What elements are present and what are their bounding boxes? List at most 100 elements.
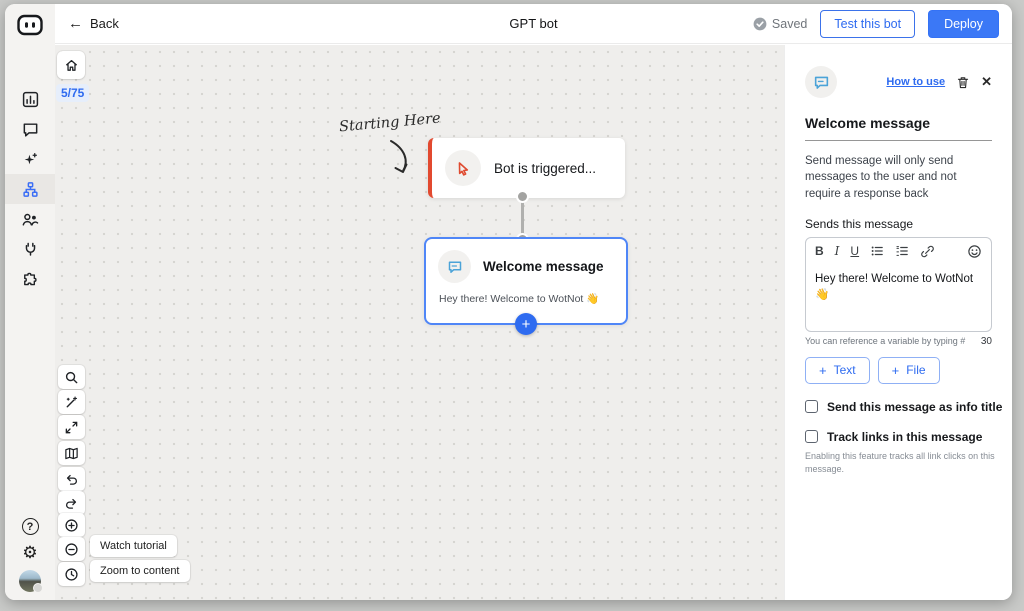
- saved-check-icon: [753, 17, 767, 30]
- zoom-to-content-button[interactable]: Zoom to content: [90, 560, 190, 582]
- message-text-input[interactable]: Hey there! Welcome to WotNot 👋: [815, 272, 974, 302]
- bullet-list-icon: [871, 247, 883, 256]
- user-avatar[interactable]: [19, 570, 43, 593]
- left-sidebar: ? ⚙: [5, 4, 55, 600]
- map-icon: [65, 447, 78, 459]
- help-glyph: ?: [26, 520, 34, 533]
- starting-here-annotation: Starting Here: [338, 110, 442, 136]
- undo-button[interactable]: [58, 467, 85, 491]
- auto-layout-button[interactable]: [58, 390, 85, 414]
- help-icon[interactable]: ?: [21, 518, 39, 535]
- bold-button[interactable]: B: [815, 244, 824, 259]
- bullet-list-button[interactable]: [870, 244, 884, 258]
- message-icon-circle: [438, 250, 471, 283]
- home-icon: [65, 59, 77, 71]
- history-button[interactable]: [58, 562, 85, 586]
- gear-glyph: ⚙: [22, 543, 38, 562]
- message-node-title: Welcome message: [483, 259, 604, 274]
- delete-trash-icon[interactable]: [956, 75, 970, 90]
- underline-button[interactable]: U: [850, 244, 860, 259]
- message-bubble-icon: [814, 76, 828, 89]
- back-button[interactable]: ← Back: [68, 15, 119, 32]
- variable-hint: You can reference a variable by typing #: [805, 336, 966, 347]
- italic-button[interactable]: I: [834, 244, 840, 259]
- add-node-button[interactable]: +: [515, 313, 537, 335]
- sidebar-item-contacts[interactable]: [5, 204, 55, 234]
- message-bubble-icon: [448, 260, 461, 273]
- expand-icon: [65, 421, 78, 433]
- plus-icon: +: [891, 362, 900, 378]
- main-area: ← Back GPT bot Saved Test this bot Deplo…: [55, 4, 1012, 600]
- sparkle-icon: [24, 152, 37, 164]
- watch-tutorial-button[interactable]: Watch tutorial: [90, 535, 177, 557]
- search-icon: [65, 371, 78, 383]
- trigger-icon-circle: [445, 150, 481, 186]
- add-text-button[interactable]: + Text: [805, 356, 870, 384]
- track-links-help-text: Enabling this feature tracks all link cl…: [805, 450, 995, 475]
- track-links-checkbox-label: Track links in this message: [827, 429, 983, 444]
- minimap-button[interactable]: [58, 441, 85, 465]
- topbar: ← Back GPT bot Saved Test this bot Deplo…: [55, 4, 1012, 44]
- welcome-message-node[interactable]: Welcome message Hey there! Welcome to Wo…: [424, 237, 628, 335]
- sidebar-item-ai-studio[interactable]: [5, 144, 55, 174]
- flow-builder-icon: [22, 181, 38, 197]
- bot-title: GPT bot: [509, 16, 558, 31]
- track-links-checkbox-row[interactable]: Track links in this message: [805, 430, 992, 444]
- track-links-checkbox[interactable]: [805, 430, 818, 444]
- connector-dot-top[interactable]: [516, 190, 529, 203]
- insert-link-button[interactable]: [920, 244, 935, 259]
- node-connector: [521, 196, 524, 242]
- numbered-list-icon: [896, 246, 908, 257]
- saved-label: Saved: [771, 16, 808, 31]
- editor-toolbar: B I U: [806, 238, 991, 263]
- sidebar-item-bot-builder[interactable]: [5, 174, 55, 204]
- redo-icon: [66, 498, 77, 509]
- close-panel-icon[interactable]: ✕: [981, 74, 992, 89]
- search-node-button[interactable]: [58, 365, 85, 389]
- how-to-use-link[interactable]: How to use: [886, 76, 946, 88]
- deploy-button[interactable]: Deploy: [928, 9, 999, 38]
- trigger-node[interactable]: Bot is triggered...: [428, 138, 625, 198]
- sidebar-item-extensions[interactable]: [5, 264, 55, 294]
- sidebar-item-integrations[interactable]: [5, 234, 55, 264]
- back-arrow-icon: ←: [68, 15, 83, 32]
- saved-status: Saved: [753, 17, 807, 31]
- puzzle-icon: [23, 272, 37, 285]
- emoji-picker-button[interactable]: [967, 244, 982, 259]
- panel-title: Welcome message: [805, 115, 992, 141]
- wotnot-logo-icon[interactable]: [16, 13, 44, 42]
- users-icon: [22, 213, 39, 226]
- trigger-node-title: Bot is triggered...: [494, 160, 597, 176]
- zoom-out-button[interactable]: [58, 537, 85, 561]
- info-title-checkbox[interactable]: [805, 400, 818, 414]
- numbered-list-button[interactable]: [895, 244, 909, 258]
- cursor-click-icon: [458, 161, 468, 176]
- plug-icon: [25, 242, 35, 256]
- info-title-checkbox-row[interactable]: Send this message as info title: [805, 400, 1002, 414]
- smiley-icon: [968, 245, 981, 258]
- redo-button[interactable]: [58, 491, 85, 515]
- zoom-in-icon: [65, 518, 78, 532]
- fullscreen-button[interactable]: [58, 415, 85, 439]
- zoom-in-button[interactable]: [58, 513, 85, 537]
- message-node-preview: Hey there! Welcome to WotNot 👋: [439, 293, 600, 305]
- undo-icon: [66, 474, 77, 485]
- analytics-icon: [22, 91, 38, 107]
- plus-glyph: +: [521, 315, 531, 333]
- message-editor: B I U: [805, 236, 992, 332]
- sidebar-item-analytics[interactable]: [5, 84, 55, 114]
- sidebar-item-conversations[interactable]: [5, 114, 55, 144]
- chat-icon: [23, 122, 37, 137]
- clock-icon: [65, 567, 78, 581]
- app-window: ? ⚙ ← Back GPT bot Saved Test this bot D…: [5, 4, 1012, 600]
- test-this-bot-button[interactable]: Test this bot: [820, 9, 916, 38]
- home-button[interactable]: [57, 51, 85, 79]
- settings-gear-icon[interactable]: ⚙: [22, 544, 37, 561]
- link-icon: [921, 245, 934, 258]
- panel-description: Send message will only send messages to …: [805, 155, 957, 200]
- add-file-button[interactable]: + File: [877, 356, 940, 384]
- add-file-label: File: [906, 363, 926, 378]
- back-label: Back: [90, 16, 119, 31]
- zoom-out-icon: [65, 542, 78, 556]
- flow-canvas[interactable]: 5/75 Starting Here Bot is triggered...: [55, 45, 784, 600]
